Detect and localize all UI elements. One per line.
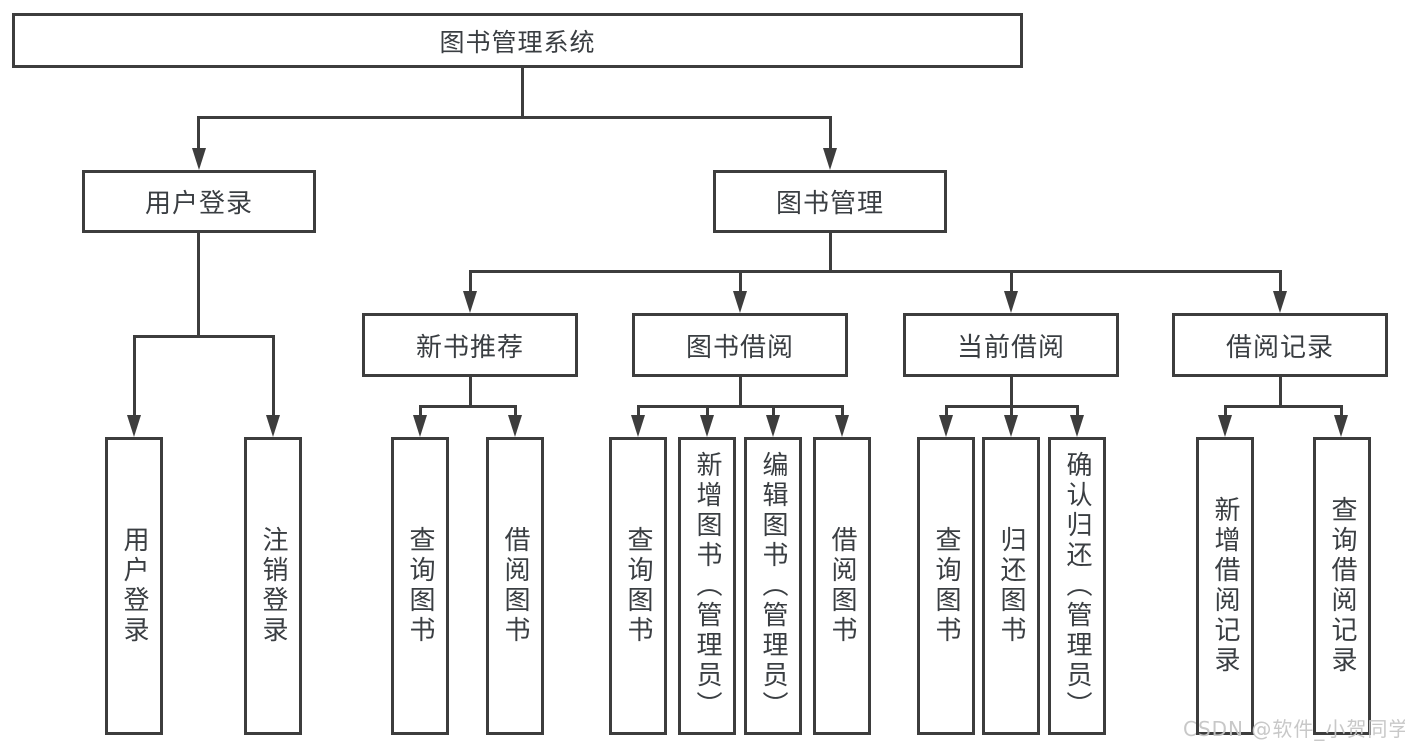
node-current-borrowing: 当前借阅 — [903, 313, 1119, 377]
connector-line — [514, 405, 517, 419]
arrow-down-icon — [700, 415, 714, 437]
arrow-down-icon — [1218, 415, 1232, 437]
watermark: CSDN @软件_小贺同学 — [1183, 717, 1405, 741]
connector-line — [1340, 405, 1343, 419]
arrow-down-icon — [508, 415, 522, 437]
leaf-records-query-borrow-record: 查询借阅记录 — [1313, 437, 1371, 735]
node-new-book-recommendation: 新书推荐 — [362, 313, 578, 377]
connector-line — [841, 405, 844, 419]
leaf-label: 用户登录 — [119, 526, 150, 646]
connector-line — [1224, 405, 1343, 408]
connector-line — [133, 335, 136, 419]
leaf-label: 归还图书 — [996, 526, 1027, 646]
leaf-label: 编辑图书（管理员） — [758, 451, 789, 721]
connector-line — [197, 116, 832, 119]
arrow-down-icon — [463, 291, 477, 313]
leaf-records-add-borrow-record: 新增借阅记录 — [1196, 437, 1254, 735]
node-label: 图书管理 — [775, 189, 884, 219]
node-book-management: 图书管理 — [713, 170, 947, 233]
node-book-borrowing: 图书借阅 — [632, 313, 848, 377]
connector-line — [1010, 375, 1013, 408]
leaf-logout-login: 注销登录 — [244, 437, 302, 735]
connector-line — [469, 270, 1281, 273]
connector-line — [829, 232, 832, 273]
arrow-down-icon — [1273, 291, 1287, 313]
leaf-borrowing-query-books: 查询图书 — [609, 437, 667, 735]
arrow-down-icon — [733, 291, 747, 313]
connector-line — [1010, 270, 1013, 295]
connector-line — [521, 66, 524, 119]
connector-line — [829, 116, 832, 152]
leaf-label: 查询图书 — [623, 526, 654, 646]
leaf-label: 确认归还（管理员） — [1062, 451, 1093, 721]
leaf-recommend-borrow-books: 借阅图书 — [486, 437, 544, 735]
leaf-borrowing-add-books-admin: 新增图书（管理员） — [678, 437, 736, 735]
connector-line — [1010, 405, 1013, 419]
connector-line — [772, 405, 775, 419]
connector-line — [272, 335, 275, 419]
connector-line — [1224, 405, 1227, 419]
leaf-current-return-books: 归还图书 — [982, 437, 1040, 735]
connector-line — [739, 270, 742, 295]
leaf-label: 查询图书 — [405, 526, 436, 646]
node-label: 图书管理系统 — [439, 27, 596, 57]
connector-line — [197, 232, 200, 338]
node-label: 当前借阅 — [956, 332, 1065, 363]
connector-line — [637, 405, 844, 408]
connector-line — [469, 270, 472, 295]
arrow-down-icon — [823, 148, 837, 170]
node-label: 借阅记录 — [1225, 332, 1334, 363]
leaf-recommend-query-books: 查询图书 — [391, 437, 449, 735]
arrow-down-icon — [631, 415, 645, 437]
leaf-current-confirm-return-admin: 确认归还（管理员） — [1048, 437, 1106, 735]
connector-line — [469, 375, 472, 408]
arrow-down-icon — [835, 415, 849, 437]
arrow-down-icon — [1004, 415, 1018, 437]
leaf-label: 查询借阅记录 — [1327, 496, 1358, 676]
connector-line — [637, 405, 640, 419]
node-label: 图书借阅 — [685, 332, 794, 363]
leaf-label: 查询图书 — [931, 526, 962, 646]
arrow-down-icon — [1070, 415, 1084, 437]
arrow-down-icon — [127, 415, 141, 437]
leaf-borrowing-edit-books-admin: 编辑图书（管理员） — [744, 437, 802, 735]
connector-line — [133, 335, 275, 338]
leaf-label: 借阅图书 — [827, 526, 858, 646]
connector-line — [1076, 405, 1079, 419]
connector-line — [419, 405, 517, 408]
connector-line — [945, 405, 948, 419]
connector-line — [706, 405, 709, 419]
connector-line — [1279, 270, 1282, 295]
leaf-label: 新增图书（管理员） — [692, 451, 723, 721]
leaf-label: 注销登录 — [258, 526, 289, 646]
leaf-current-query-books: 查询图书 — [917, 437, 975, 735]
connector-line — [197, 116, 200, 152]
arrow-down-icon — [413, 415, 427, 437]
connector-line — [1279, 375, 1282, 408]
node-library-management-system: 图书管理系统 — [12, 13, 1023, 68]
arrow-down-icon — [1334, 415, 1348, 437]
node-user-login: 用户登录 — [82, 170, 316, 233]
connector-line — [419, 405, 422, 419]
node-borrowing-records: 借阅记录 — [1172, 313, 1388, 377]
node-label: 新书推荐 — [415, 332, 524, 363]
arrow-down-icon — [939, 415, 953, 437]
leaf-label: 借阅图书 — [500, 526, 531, 646]
leaf-borrowing-borrow-books: 借阅图书 — [813, 437, 871, 735]
leaf-user-login: 用户登录 — [105, 437, 163, 735]
arrow-down-icon — [766, 415, 780, 437]
arrow-down-icon — [1004, 291, 1018, 313]
arrow-down-icon — [192, 148, 206, 170]
leaf-label: 新增借阅记录 — [1210, 496, 1241, 676]
arrow-down-icon — [266, 415, 280, 437]
node-label: 用户登录 — [144, 189, 253, 219]
connector-line — [739, 375, 742, 408]
